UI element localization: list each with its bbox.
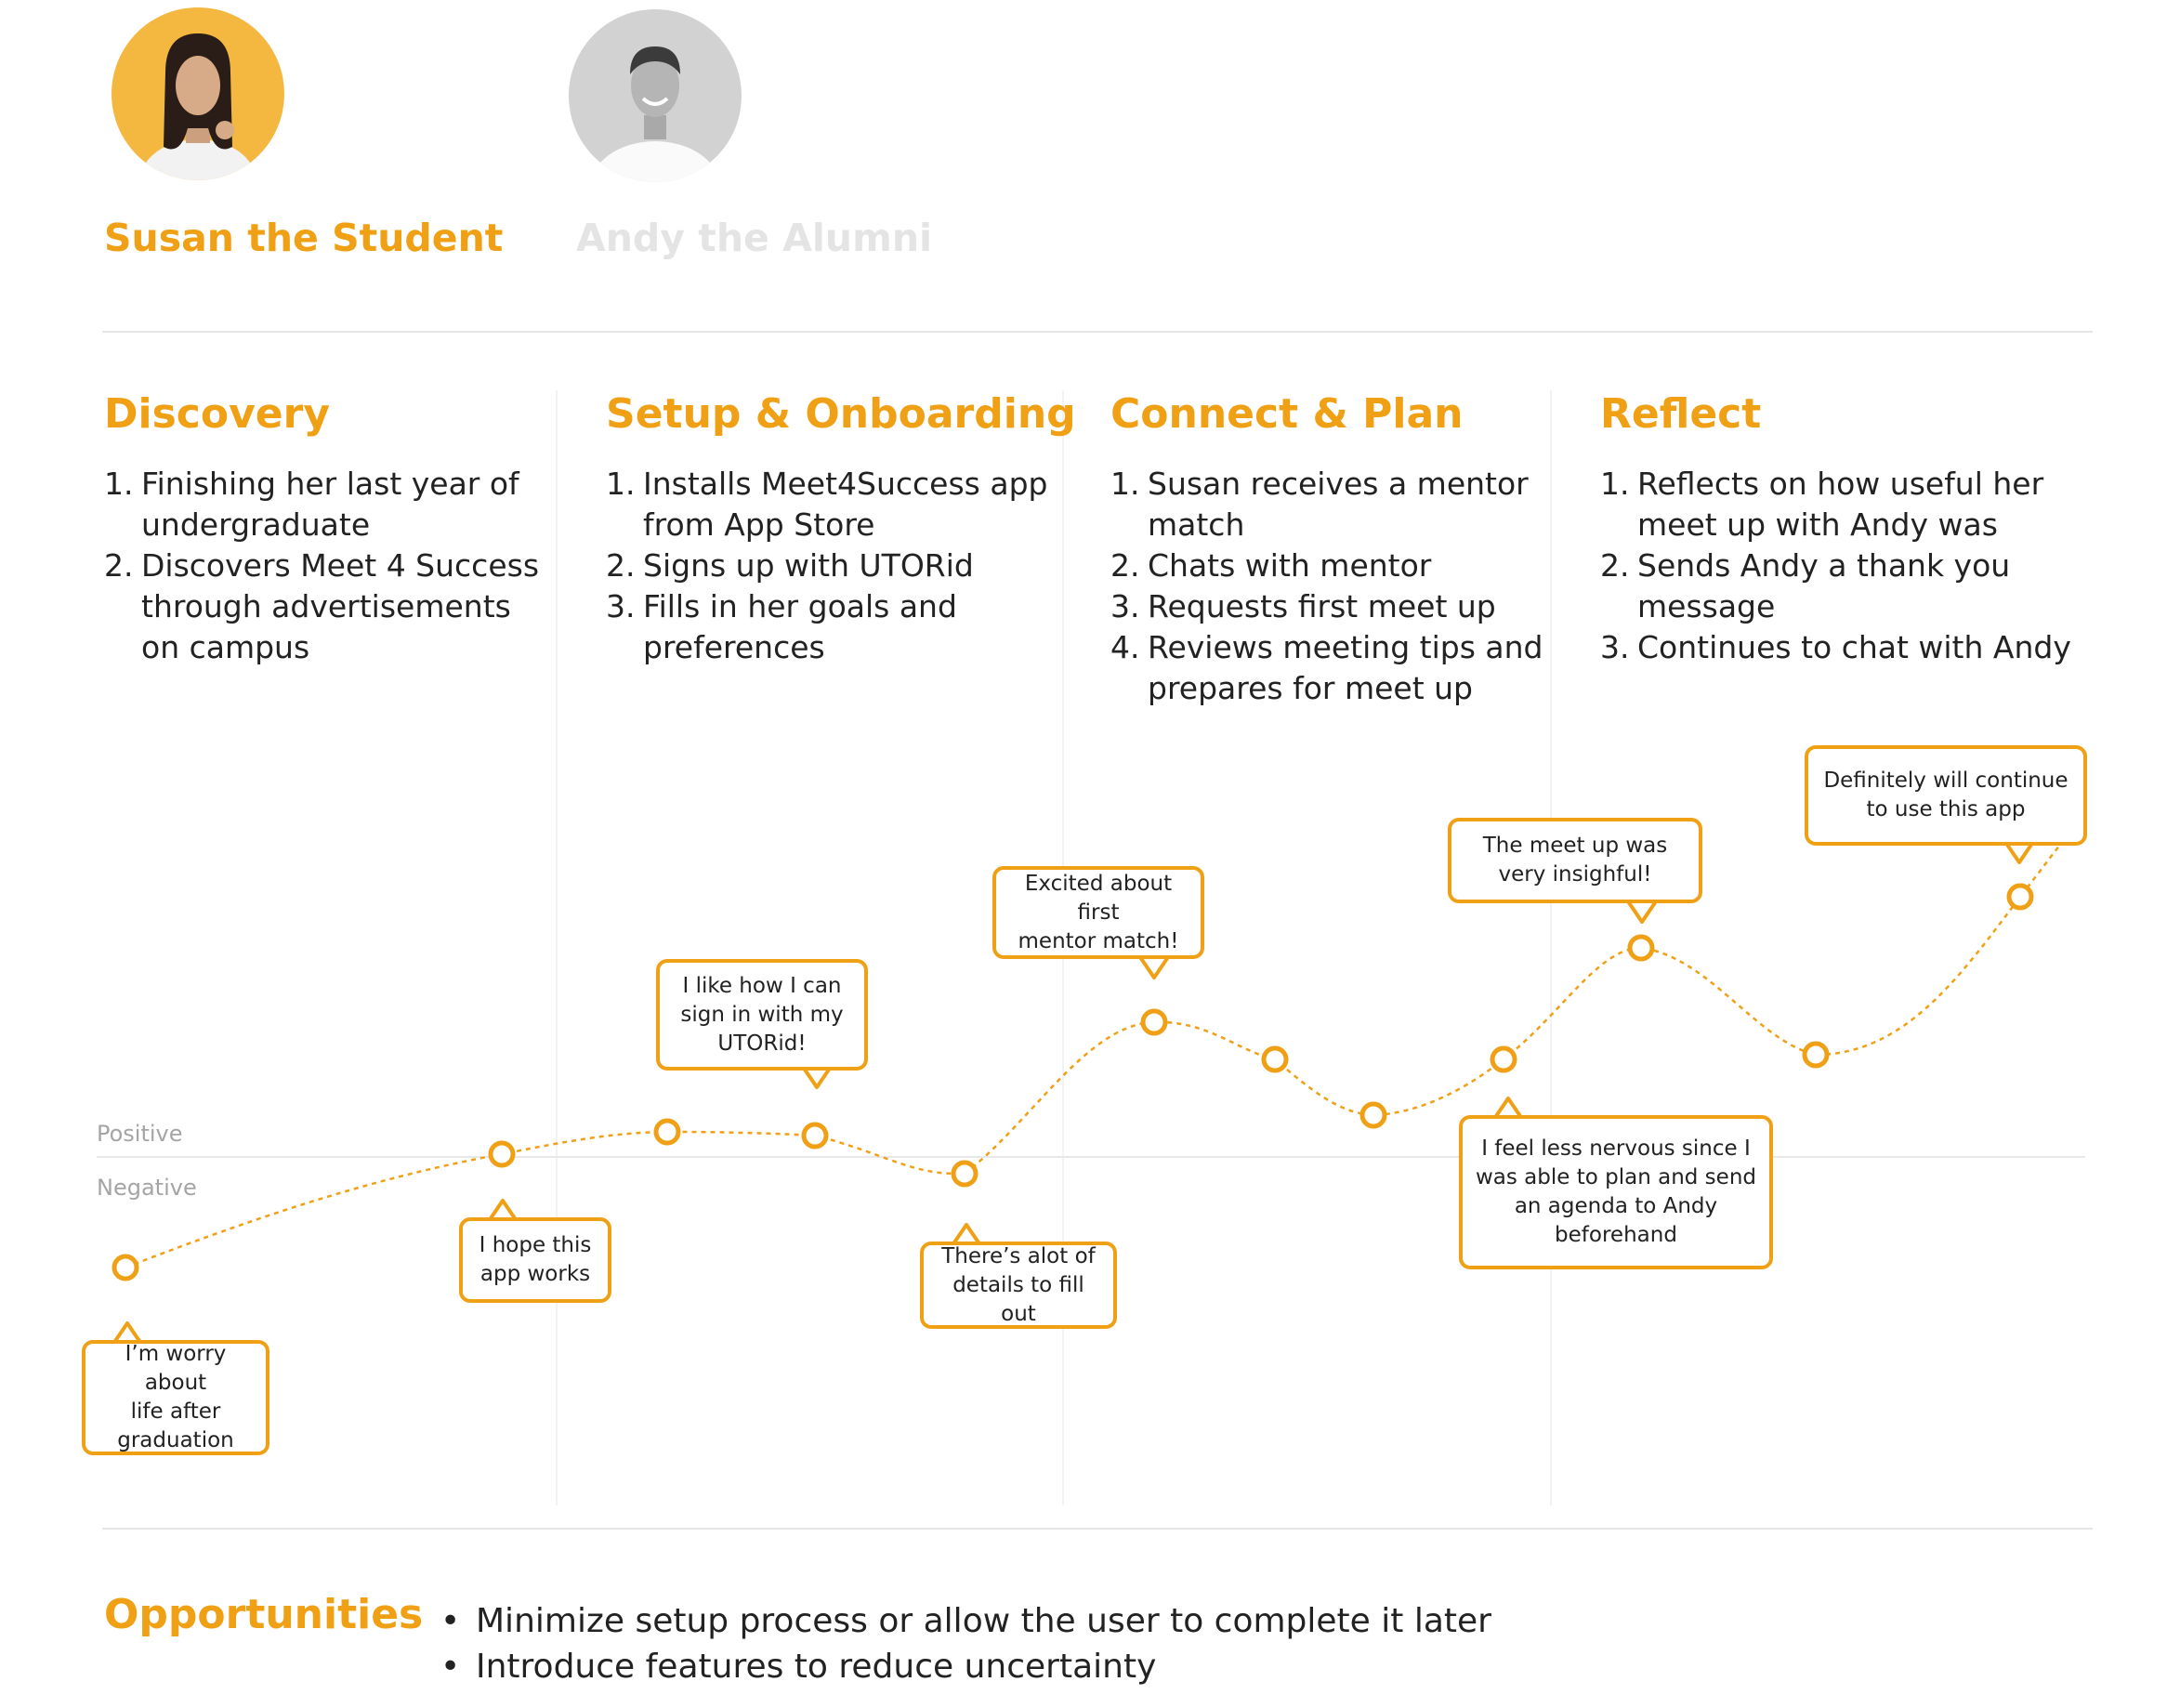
stage-reflect: Reflect 1.Reflects on how useful her mee… [1600, 390, 2071, 668]
avatar-susan [112, 7, 284, 180]
curve-point [488, 1140, 516, 1168]
stage-steps: 1.Installs Meet4Success app from App Sto… [606, 464, 1076, 668]
curve-point [1140, 1008, 1168, 1036]
susan-portrait-icon [112, 7, 284, 180]
avatar-andy [569, 9, 742, 182]
curve-point [1627, 934, 1655, 962]
bottom-divider [102, 1528, 2093, 1530]
stage-discovery: Discovery 1.Finishing her last year of u… [104, 390, 539, 668]
curve-point [2006, 883, 2034, 911]
axis-label-positive: Positive [97, 1121, 183, 1147]
curve-point [1490, 1045, 1517, 1073]
step-item: 2.Sends Andy a thank you [1600, 547, 2011, 584]
stage-setup-onboarding: Setup & Onboarding 1.Installs Meet4Succe… [606, 390, 1076, 668]
andy-portrait-icon [569, 9, 742, 182]
step-item: 3.Requests first meet up [1110, 588, 1496, 624]
step-item: 2.Chats with mentor [1110, 547, 1432, 584]
stage-divider [1550, 390, 1552, 1505]
curve-point [951, 1160, 978, 1188]
bullet-icon: • [440, 1602, 461, 1640]
step-item: prepares for meet up [1148, 670, 1473, 706]
bullet-icon: • [440, 1648, 461, 1686]
opportunities-title: Opportunities [104, 1591, 424, 1638]
step-item: 3.Continues to chat with Andy [1600, 629, 2071, 665]
step-item: match [1148, 506, 1245, 543]
emotion-baseline [97, 1156, 2085, 1158]
opportunity-item: •Minimize setup process or allow the use… [437, 1598, 1491, 1644]
step-item: 1.Reflects on how useful her [1600, 466, 2044, 502]
step-item: 1.Finishing her last year of [104, 466, 519, 502]
step-item: 4.Reviews meeting tips and [1110, 629, 1543, 665]
curve-point [653, 1118, 681, 1146]
persona-name-susan[interactable]: Susan the Student [104, 216, 504, 260]
step-item: 2.Discovers Meet 4 Success [104, 547, 540, 584]
bubble-pointer [1138, 955, 1170, 979]
stage-title: Discovery [104, 390, 331, 438]
step-item: preferences [643, 629, 825, 665]
bubble-pointer [1626, 900, 1658, 924]
opportunities-list: •Minimize setup process or allow the use… [437, 1598, 1491, 1689]
stage-title: Setup & Onboarding [606, 390, 1076, 438]
top-divider [102, 331, 2093, 333]
step-item: from App Store [643, 506, 875, 543]
curve-point [1802, 1041, 1830, 1069]
curve-point [112, 1254, 139, 1281]
step-item: meet up with Andy was [1637, 506, 1998, 543]
stage-steps: 1.Finishing her last year of undergradua… [104, 464, 539, 668]
axis-label-negative: Negative [97, 1175, 197, 1201]
curve-point [1261, 1045, 1289, 1073]
step-item: on campus [141, 629, 310, 665]
opportunity-item: •Introduce features to reduce uncertaint… [437, 1644, 1491, 1689]
stage-connect-plan: Connect & Plan 1.Susan receives a mentor… [1110, 390, 1543, 709]
curve-point [1359, 1101, 1387, 1129]
step-item: undergraduate [141, 506, 371, 543]
step-item: 2.Signs up with UTORid [606, 547, 974, 584]
stage-title: Reflect [1600, 390, 1762, 438]
step-item: 3.Fills in her goals and [606, 588, 957, 624]
stage-title: Connect & Plan [1110, 390, 1464, 438]
step-item: through advertisements [141, 588, 511, 624]
step-item: 1.Susan receives a mentor [1110, 466, 1529, 502]
stage-steps: 1.Reflects on how useful her meet up wit… [1600, 464, 2071, 668]
step-item: message [1637, 588, 1776, 624]
curve-point [801, 1122, 829, 1150]
stage-divider [556, 390, 558, 1505]
stage-steps: 1.Susan receives a mentor match 2.Chats … [1110, 464, 1543, 709]
persona-name-andy[interactable]: Andy the Alumni [576, 216, 933, 260]
step-item: 1.Installs Meet4Success app [606, 466, 1048, 502]
